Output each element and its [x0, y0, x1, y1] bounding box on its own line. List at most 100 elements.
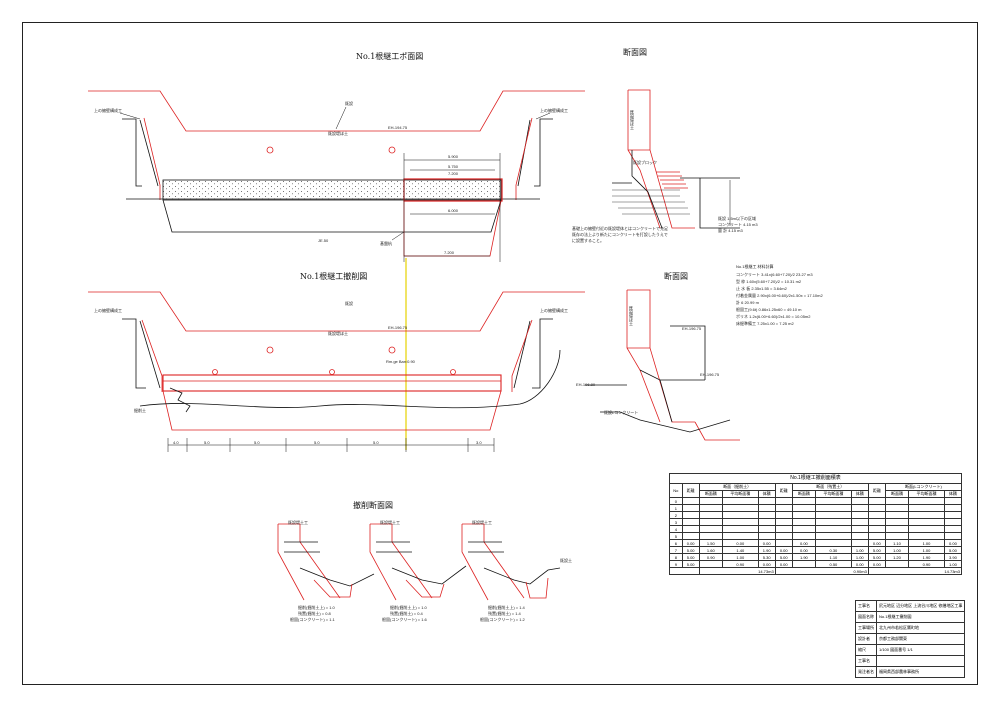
dim-seg4: 5.0	[373, 440, 379, 445]
table-total-row: 14.73m3 0.90m3 14.73m3	[669, 567, 963, 575]
table-cell: 0	[669, 497, 683, 505]
note-right-2: コンクリート 4.15 m3	[718, 222, 758, 227]
table-cell	[850, 497, 869, 505]
table-cell: 7	[669, 546, 683, 554]
table-cell	[943, 497, 963, 505]
table-row: 0	[669, 497, 963, 505]
table-cell	[850, 525, 869, 533]
title-block-value: 尻元地区 辺分地区 上流谷川地区 修繕地区工事	[875, 600, 966, 612]
table-cell: 5.00	[943, 546, 963, 554]
note-bottom-2: 既存の法上より新たにコンクリートを打設したうえで	[572, 232, 668, 237]
table-cell	[774, 504, 793, 512]
table-cell: 0.00	[867, 539, 886, 547]
title-block-key: 工事名	[855, 600, 877, 612]
title-block-value: 福岡県西部農林事務所	[875, 666, 966, 678]
plan-left-slope	[139, 119, 159, 187]
col-header: 平均断面積	[908, 490, 945, 498]
col-header: 距離	[774, 483, 793, 498]
table-cell	[698, 560, 723, 568]
table-cell: 1.00	[943, 560, 963, 568]
table-cell: 0.00	[681, 539, 700, 547]
table-cell: 5.00	[681, 560, 700, 568]
table-cell	[791, 525, 817, 533]
table-cell	[791, 497, 817, 505]
table-cell	[884, 511, 910, 519]
table-cell	[815, 497, 852, 505]
plan-pile-2	[388, 146, 396, 154]
table-cell	[850, 504, 869, 512]
sec2-elev-mid: EH-196.75	[700, 372, 720, 377]
removal-excavation-outline	[88, 291, 585, 332]
table-cell	[867, 525, 886, 533]
table-cell	[884, 518, 910, 526]
table-cell	[867, 511, 886, 519]
title-block-row: 工事名尻元地区 辺分地区 上流谷川地区 修繕地区工事	[855, 600, 966, 612]
total-2: 0.90m3	[774, 567, 869, 575]
removal-existing-left: 上の擁壁構成工	[94, 308, 122, 313]
quantity-row: 計 6 20.99 m	[736, 300, 759, 305]
table-cell: 0.00	[757, 560, 776, 568]
removal-elev: EH-196.75	[388, 325, 408, 330]
table-cell: 1.00	[884, 546, 910, 554]
table-cell	[815, 525, 852, 533]
existing-left-label: 上の擁壁構成工	[94, 108, 122, 113]
table-cell: 1.00	[850, 546, 869, 554]
table-cell	[721, 497, 759, 505]
dim-seg3: 5.0	[314, 440, 320, 445]
total-1: 14.73m3	[698, 567, 776, 575]
table-cell	[757, 525, 776, 533]
table-cell: 1.90	[791, 553, 817, 561]
table-cell: 1.00	[721, 553, 759, 561]
table-cell: 0.00	[867, 560, 886, 568]
col-header: 平均断面積	[721, 490, 759, 498]
table-cell	[681, 525, 700, 533]
table-cell	[721, 511, 759, 519]
removal-title: No.1根継工撤削図	[300, 272, 368, 281]
quantities-heading: No.1根継工 材料計算	[736, 264, 774, 269]
table-title: No.1根継工撤削面積表	[669, 473, 962, 483]
table-cell: 0.50	[815, 560, 852, 568]
col-header: 平均断面積	[815, 490, 852, 498]
table-cell	[774, 511, 793, 519]
quantity-row: 型 枠 1.60x(5.60+7.20)/2 = 10.31 m2	[736, 279, 802, 284]
table-cell	[943, 518, 963, 526]
table-cell: 0.30	[815, 546, 852, 554]
table-cell: 1.00	[908, 546, 945, 554]
rs-a-note-3: 根固(コンクリート) = 1.1	[290, 617, 335, 622]
anchor-note: 基盤杭	[380, 241, 392, 246]
col-header: 距離	[867, 483, 886, 498]
table-cell: 5.00	[867, 546, 886, 554]
table-cell	[721, 504, 759, 512]
removal-section-a	[277, 523, 375, 601]
col-header: 体積	[850, 490, 869, 498]
rs-c-note-1: 掘削(掘削土上) = 1.4	[488, 605, 525, 610]
removal-top-note: 既設	[345, 301, 353, 306]
table-cell	[774, 518, 793, 526]
title-block-row: 設計者京都工務部関東	[855, 633, 966, 645]
table-cell: 5.30	[757, 553, 776, 561]
table-cell	[908, 525, 945, 533]
removal-area-table: No.1根継工撤削面積表 No 距離 断面（掘削土） 距離 断面（残置土） 距離…	[669, 473, 963, 575]
plan-view	[88, 90, 585, 262]
table-cell: 0.00	[791, 546, 817, 554]
plan-title: No.1根継工ポ面図	[356, 52, 424, 61]
title-block-value: No.1根継工撤削図	[875, 611, 966, 623]
title-block-key: 発注者名	[855, 666, 877, 678]
table-cell: 1.10	[815, 553, 852, 561]
col-header: 断面積	[698, 490, 723, 498]
sec1-note: 既設堤ほ土	[630, 110, 635, 130]
table-cell	[815, 539, 852, 547]
table-cell: 4	[669, 525, 683, 533]
table-cell	[757, 497, 776, 505]
rs-a-label: 既設堤土工	[288, 520, 308, 525]
plan-right-red-wall	[515, 117, 533, 200]
table-cell	[681, 511, 700, 519]
table-cell	[757, 511, 776, 519]
plan-left-wall	[122, 118, 142, 187]
rs-c-right-label: 既設土	[560, 558, 572, 563]
table-cell: 3	[669, 518, 683, 526]
